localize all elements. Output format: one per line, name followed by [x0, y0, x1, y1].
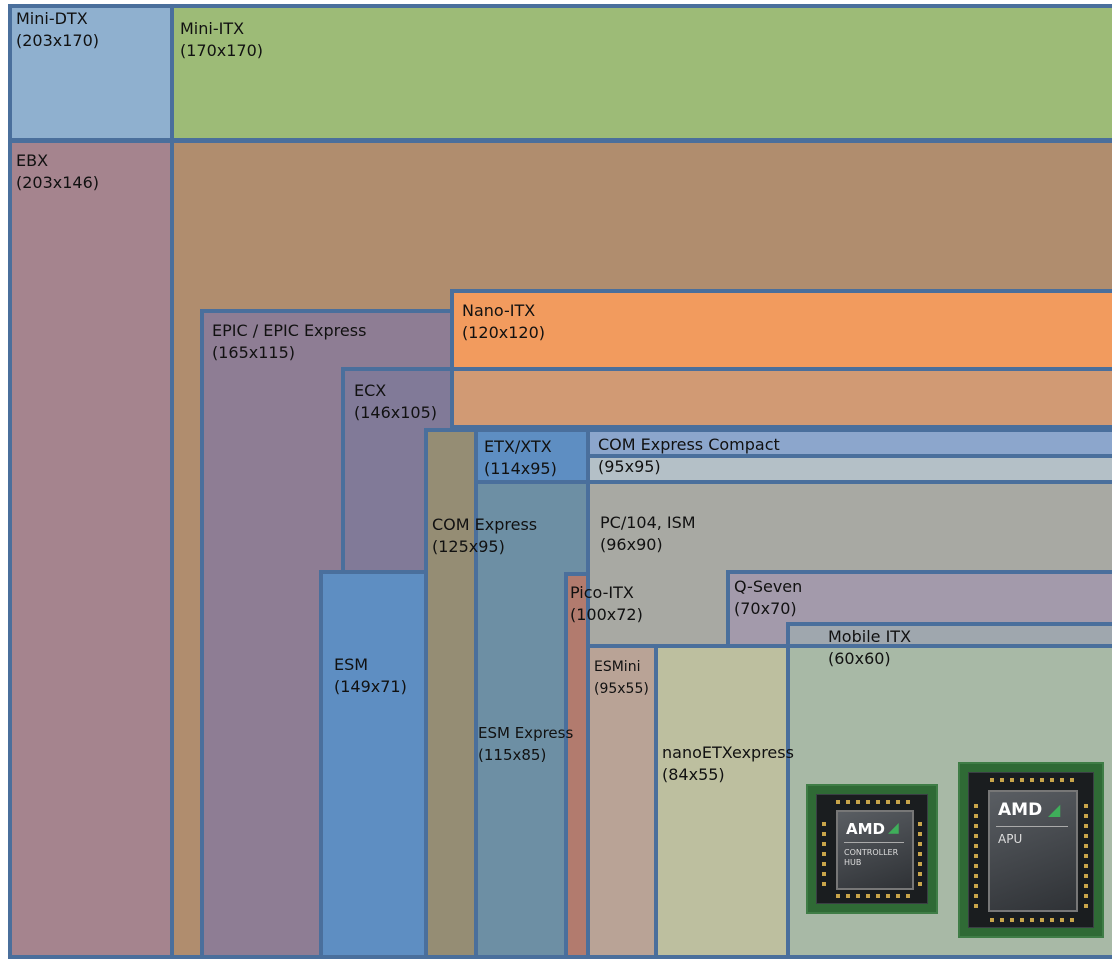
amd-arrow-icon: ◢ — [888, 820, 899, 836]
ebx-box — [8, 139, 174, 959]
chip-pins-top — [990, 778, 1080, 782]
ebx-label: EBX(203x146) — [16, 151, 100, 192]
nanoetxexpress-box — [654, 644, 790, 959]
chip-rule — [996, 826, 1068, 827]
amd-logo: AMD — [998, 800, 1043, 820]
chip-pins-left — [974, 798, 978, 908]
chip-pins-bottom — [836, 894, 914, 898]
com-express-compact-label: COM Express Compact(95x95) — [598, 435, 780, 476]
ecx-label: ECX(146x105) — [354, 381, 438, 422]
esm-label: ESM(149x71) — [334, 655, 407, 696]
chip-line1: CONTROLLER — [844, 848, 899, 857]
amd-controller-hub-chip: AMD ◢ CONTROLLER HUB — [806, 784, 938, 914]
q-seven-label: Q-Seven(70x70) — [734, 577, 803, 618]
pico-itx-label: Pico-ITX(100x72) — [570, 583, 643, 624]
amd-arrow-icon: ◢ — [1048, 800, 1061, 819]
chip-pins-top — [836, 800, 914, 804]
amd-logo: AMD — [846, 820, 885, 838]
esm-express-label: ESM Express(115x85) — [478, 724, 574, 764]
chip-rule — [844, 842, 904, 843]
amd-apu-chip: AMD ◢ APU — [958, 762, 1104, 938]
chip-line2: HUB — [844, 858, 862, 867]
com-express-box — [424, 428, 478, 959]
mobile-itx-label: Mobile ITX(60x60) — [828, 627, 912, 668]
mini-dtx-label: Mini-DTX(203x170) — [16, 9, 100, 50]
mini-dtx-box — [8, 4, 174, 142]
chip-die: AMD ◢ CONTROLLER HUB — [836, 810, 914, 890]
nano-itx-label: Nano-ITX(120x120) — [462, 301, 546, 342]
epic-label: EPIC / EPIC Express(165x115) — [212, 321, 367, 362]
chip-line1: APU — [998, 832, 1023, 846]
etx-xtx-label: ETX/XTX(114x95) — [484, 437, 557, 478]
chip-pins-right — [918, 816, 922, 886]
mini-itx-label: Mini-ITX(170x170) — [180, 19, 264, 60]
chip-die: AMD ◢ APU — [988, 790, 1078, 912]
nano-itx-box — [450, 289, 1112, 371]
chip-pins-right — [1084, 798, 1088, 908]
esm-box — [319, 570, 428, 959]
pc104-label: PC/104, ISM(96x90) — [600, 513, 696, 554]
ecx-band — [450, 367, 1112, 429]
com-express-label: COM Express(125x95) — [432, 515, 538, 556]
esmini-label: ESMini(95x55) — [594, 659, 649, 697]
mini-itx-box — [170, 4, 1112, 142]
nanoetxexpress-label: nanoETXexpress(84x55) — [662, 743, 794, 784]
chip-pins-bottom — [990, 918, 1080, 922]
chip-pins-left — [822, 816, 826, 886]
